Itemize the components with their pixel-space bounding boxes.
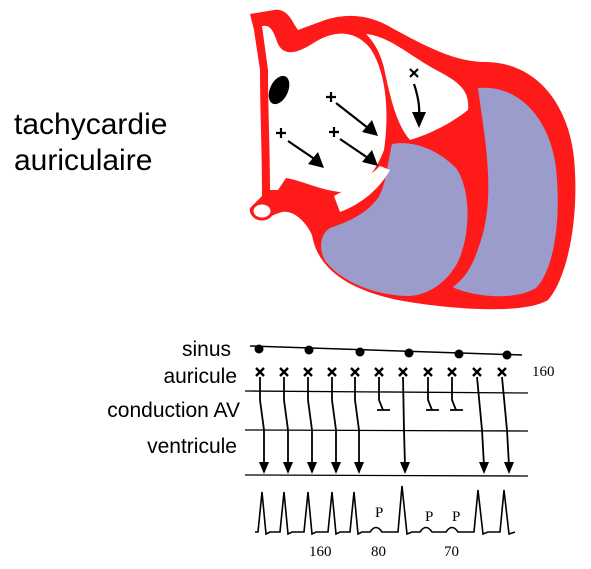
blocked-beat-line bbox=[450, 377, 463, 411]
conducted-beat-line bbox=[402, 376, 406, 467]
auricle-marks bbox=[255, 367, 507, 377]
heart-illustration bbox=[249, 9, 576, 310]
p-wave-label: P bbox=[375, 505, 384, 521]
conducted-beat-line bbox=[354, 377, 360, 466]
tier-line-auricule bbox=[244, 390, 529, 394]
ventricle-arrowheads bbox=[259, 462, 514, 474]
left-atrium-interior bbox=[366, 34, 469, 140]
row-label-ventricule: ventricule bbox=[147, 435, 237, 458]
auricle-rate-label: 160 bbox=[532, 364, 555, 380]
row-label-auricule: auricule bbox=[163, 365, 237, 388]
conducted-beat-line bbox=[501, 376, 510, 467]
arrow-head bbox=[479, 462, 489, 474]
sinus-beat-dot bbox=[304, 345, 314, 355]
blocked-beat-line bbox=[377, 377, 390, 411]
sinus-beat-dot bbox=[502, 350, 512, 360]
auricle-beat-mark bbox=[303, 367, 313, 377]
av-valve-gap bbox=[334, 166, 390, 212]
ladder-diagram bbox=[244, 345, 529, 477]
arrow-head bbox=[283, 462, 293, 474]
row-label-sinus: sinus bbox=[181, 338, 231, 361]
vena-cava-opening bbox=[250, 201, 274, 221]
blocked-paths bbox=[377, 377, 463, 411]
arrow-head bbox=[354, 462, 364, 474]
arrow-head bbox=[412, 112, 426, 128]
auricle-beat-mark bbox=[279, 367, 289, 377]
sinus-dots bbox=[254, 344, 512, 360]
conducted-beat-line bbox=[283, 377, 289, 466]
auricle-beat-mark bbox=[327, 367, 337, 377]
arrow-head bbox=[331, 462, 341, 474]
auricle-beat-mark bbox=[255, 367, 265, 377]
right-ventricle bbox=[321, 143, 468, 296]
arrow-head bbox=[400, 462, 410, 474]
p-wave-label: P bbox=[425, 509, 434, 525]
conducted-paths bbox=[259, 376, 510, 467]
conducted-beat-line bbox=[307, 377, 313, 466]
auricle-beat-mark bbox=[497, 367, 507, 377]
sinus-beat-dot bbox=[404, 348, 414, 358]
blocked-beat-line bbox=[426, 377, 439, 411]
ecg-trace bbox=[255, 485, 516, 536]
auricle-beat-mark bbox=[423, 367, 433, 377]
left-ventricle bbox=[450, 87, 558, 297]
rate-label-80: 80 bbox=[371, 544, 386, 560]
arrow-head bbox=[259, 462, 269, 474]
ectopic-focus-mark bbox=[409, 68, 419, 78]
sinus-beat-dot bbox=[355, 347, 365, 357]
row-label-conduction-av: conduction AV bbox=[107, 399, 240, 422]
conduction-arrow bbox=[339, 138, 369, 159]
auricle-beat-mark bbox=[447, 367, 457, 377]
septum bbox=[438, 150, 485, 290]
ectopic-focus-mark bbox=[329, 127, 339, 137]
sinus-node bbox=[268, 75, 290, 105]
rate-label-160: 160 bbox=[309, 544, 332, 560]
auricle-beat-mark bbox=[398, 367, 408, 377]
conducted-beat-line bbox=[259, 377, 265, 466]
arrow-head bbox=[504, 462, 514, 474]
arrow-head bbox=[362, 120, 378, 136]
right-atrium-interior bbox=[262, 25, 387, 192]
title-line-2: auriculaire bbox=[14, 144, 153, 177]
conduction-arrow bbox=[335, 102, 369, 129]
title-line-1: tachycardie bbox=[14, 108, 168, 141]
rate-label-70: 70 bbox=[444, 544, 459, 560]
conduction-arrow bbox=[287, 140, 317, 161]
conducted-beat-line bbox=[476, 376, 485, 467]
sinus-beat-dot bbox=[454, 349, 464, 359]
tier-line-ventricule bbox=[244, 474, 529, 477]
sinus-beat-dot bbox=[254, 344, 264, 354]
conducted-beat-line bbox=[331, 377, 337, 466]
auricle-beat-mark bbox=[374, 367, 384, 377]
arrow-head bbox=[307, 462, 317, 474]
auricle-beat-mark bbox=[350, 367, 360, 377]
arrow-head bbox=[362, 150, 378, 166]
sinus-line bbox=[249, 345, 523, 356]
ectopic-focus-mark bbox=[276, 128, 286, 138]
ectopic-focus-mark bbox=[326, 92, 336, 102]
auricle-beat-mark bbox=[472, 367, 482, 377]
tier-line-conduction bbox=[244, 429, 529, 432]
arrow-head bbox=[308, 152, 324, 168]
p-wave-label: P bbox=[452, 509, 461, 525]
